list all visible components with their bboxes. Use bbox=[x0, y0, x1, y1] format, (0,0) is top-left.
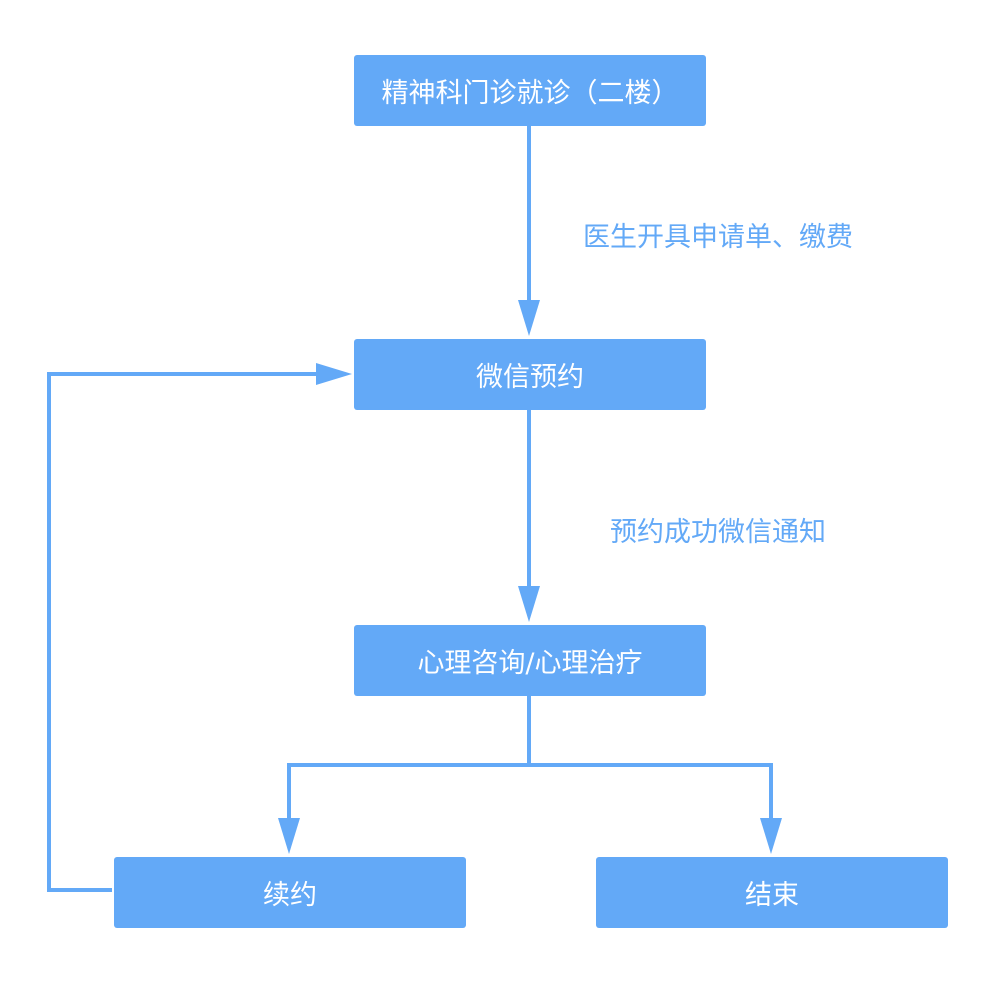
edge-therapy-to-end bbox=[529, 763, 773, 828]
edge-renew-loop bbox=[47, 372, 322, 892]
node-outpatient: 精神科门诊就诊（二楼） bbox=[354, 55, 706, 126]
node-wechat-booking: 微信预约 bbox=[354, 339, 706, 410]
edge-label-outpatient-to-booking: 医生开具申请单、缴费 bbox=[583, 222, 853, 253]
node-end-label: 结束 bbox=[745, 880, 799, 911]
node-end: 结束 bbox=[596, 857, 948, 928]
arrowhead-end bbox=[760, 818, 782, 854]
node-therapy-label: 心理咨询/心理治疗 bbox=[417, 648, 643, 679]
arrowhead-booking bbox=[518, 300, 540, 336]
node-wechat-booking-label: 微信预约 bbox=[476, 362, 584, 393]
node-renew-label: 续约 bbox=[263, 880, 317, 911]
edge-therapy-split bbox=[287, 696, 531, 828]
arrowhead-loop bbox=[316, 363, 352, 385]
node-therapy: 心理咨询/心理治疗 bbox=[354, 625, 706, 696]
node-outpatient-label: 精神科门诊就诊（二楼） bbox=[381, 78, 679, 109]
edge-label-booking-to-therapy: 预约成功微信通知 bbox=[610, 517, 826, 548]
arrowhead-renew bbox=[278, 818, 300, 854]
node-renew: 续约 bbox=[114, 857, 466, 928]
arrowhead-therapy bbox=[518, 586, 540, 622]
